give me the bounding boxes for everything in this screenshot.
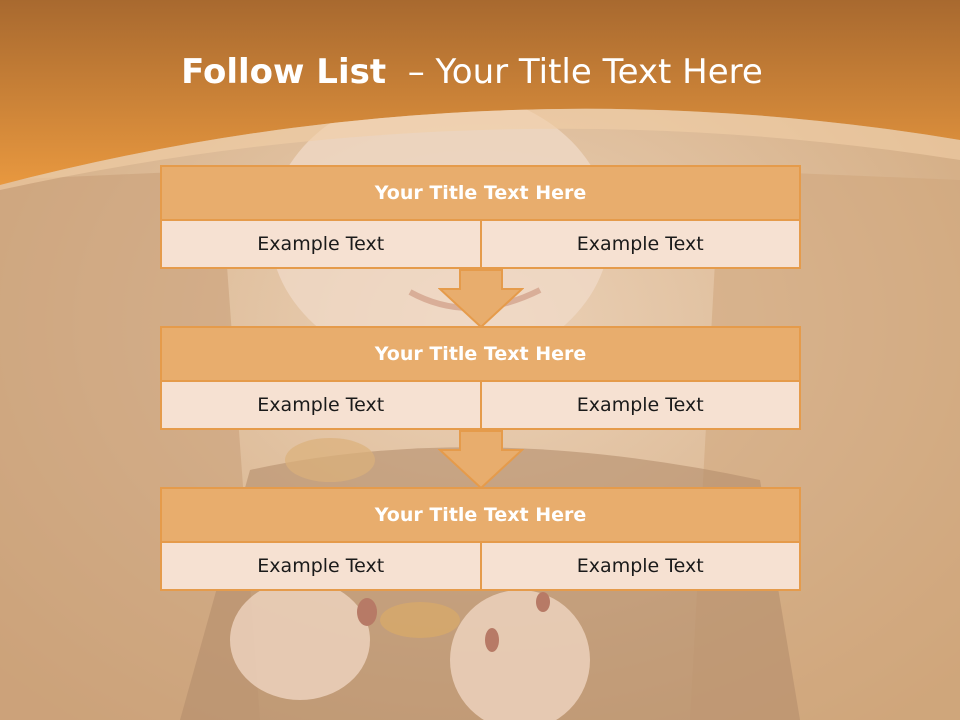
down-arrow-icon xyxy=(438,430,524,490)
slide-title: Follow List – Your Title Text Here xyxy=(0,52,944,92)
block-row: Example Text Example Text xyxy=(160,380,801,430)
title-rest: – Your Title Text Here xyxy=(386,52,763,92)
block-row: Example Text Example Text xyxy=(160,219,801,269)
list-block-3: Your Title Text Here Example Text Exampl… xyxy=(160,487,801,591)
title-bold: Follow List xyxy=(181,52,387,92)
block-cell-left: Example Text xyxy=(160,219,482,269)
block-heading: Your Title Text Here xyxy=(160,487,801,543)
header-band xyxy=(0,0,960,190)
block-heading: Your Title Text Here xyxy=(160,165,801,221)
down-arrow-icon xyxy=(438,269,524,329)
block-cell-left: Example Text xyxy=(160,380,482,430)
list-block-2: Your Title Text Here Example Text Exampl… xyxy=(160,326,801,430)
block-cell-left: Example Text xyxy=(160,541,482,591)
list-block-1: Your Title Text Here Example Text Exampl… xyxy=(160,165,801,269)
block-cell-right: Example Text xyxy=(479,219,801,269)
block-cell-right: Example Text xyxy=(479,380,801,430)
block-heading: Your Title Text Here xyxy=(160,326,801,382)
block-row: Example Text Example Text xyxy=(160,541,801,591)
block-cell-right: Example Text xyxy=(479,541,801,591)
